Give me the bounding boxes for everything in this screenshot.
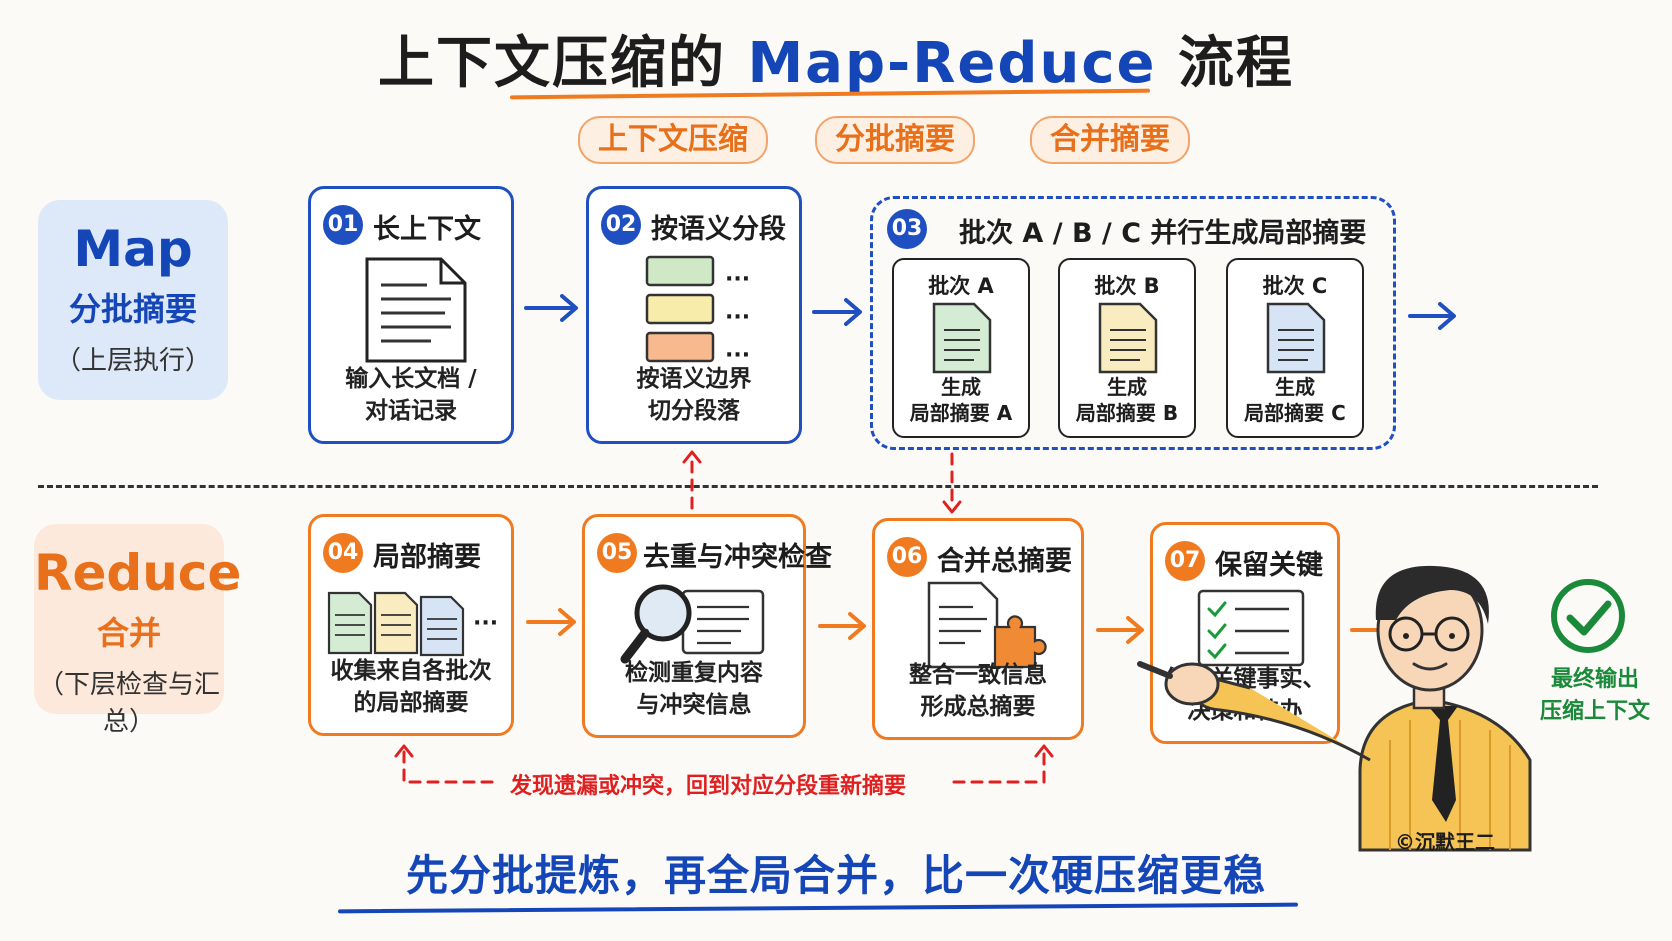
- batch-b-label: 批次 B: [1094, 274, 1160, 298]
- map-band-note: （上层执行）: [54, 346, 211, 376]
- segments-ellipsis: ·········: [725, 267, 751, 368]
- page-title: 上下文压缩的 Map-Reduce 流程: [377, 31, 1295, 96]
- tag-batch-summary: 分批摘要: [815, 116, 975, 164]
- credit: ©沉默王二: [1395, 830, 1495, 854]
- map-band-name: Map: [73, 220, 193, 278]
- batch-a-card: 批次 A 生成局部摘要 A: [892, 258, 1030, 438]
- step-05-box: 05 去重与冲突检查 检测重复内容与冲突信息: [582, 514, 832, 738]
- step-04-desc: 收集来自各批次的局部摘要: [330, 658, 492, 716]
- bottom-slogan: 先分批提炼，再全局合并，比一次硬压缩更稳: [405, 851, 1266, 900]
- segments-icon: [645, 255, 715, 363]
- batch-a-desc: 生成局部摘要 A: [909, 375, 1013, 425]
- document-icon: [365, 257, 467, 363]
- merge-document-icon: [927, 581, 1047, 669]
- check-circle-icon: [1551, 579, 1625, 653]
- map-band-subtitle: 分批摘要: [68, 290, 197, 328]
- step-03-title: 批次 A / B / C 并行生成局部摘要: [959, 218, 1367, 249]
- map-reduce-divider: [38, 485, 1598, 488]
- batch-a-label: 批次 A: [928, 274, 994, 298]
- step-07-badge: 07: [1165, 541, 1205, 581]
- final-output-label: 最终输出压缩上下文: [1539, 667, 1650, 724]
- batch-b-card: 批次 B 生成局部摘要 B: [1058, 258, 1196, 438]
- step-01-desc: 输入长文档 /对话记录: [345, 366, 477, 424]
- step-02-badge: 02: [601, 205, 641, 245]
- batch-b-doc-icon: [1098, 302, 1158, 374]
- step-05-badge: 05: [597, 533, 637, 573]
- map-band: Map 分批摘要 （上层执行）: [38, 200, 228, 400]
- batch-c-card: 批次 C 生成局部摘要 C: [1226, 258, 1364, 438]
- step-01-badge: 01: [323, 205, 363, 245]
- step-07-box: 07 保留关键 保留关键事实、决策和待办: [1150, 522, 1340, 744]
- batch-a-doc-icon: [932, 302, 992, 374]
- step-04-badge: 04: [323, 533, 363, 573]
- local-summaries-icon: [327, 591, 465, 657]
- batch-c-desc: 生成局部摘要 C: [1244, 375, 1346, 425]
- step-07-title: 保留关键: [1215, 550, 1323, 581]
- step-06-title: 合并总摘要: [937, 546, 1072, 577]
- reduce-band-note: （下层检查与汇总）: [37, 670, 220, 737]
- step-01-title: 长上下文: [373, 214, 481, 245]
- step-03-group: 03 批次 A / B / C 并行生成局部摘要: [870, 196, 1396, 450]
- reduce-band-subtitle: 合并: [96, 614, 161, 652]
- step-04-title: 局部摘要: [373, 542, 481, 573]
- feedback-loop-right: [952, 750, 1046, 784]
- step-02-title: 按语义分段: [651, 214, 786, 245]
- magnifier-icon: [620, 584, 765, 664]
- step-02-box: 02 按语义分段 ········· 按语义边界切分段落: [586, 186, 802, 444]
- checklist-icon: [1197, 589, 1305, 667]
- batch-b-desc: 生成局部摘要 B: [1075, 375, 1179, 425]
- step-03-badge: 03: [887, 209, 927, 249]
- tag-context-compression: 上下文压缩: [578, 116, 768, 164]
- presenter-illustration: [1137, 565, 1532, 852]
- step-04-box: 04 局部摘要 ··· 收集来自各批次的局部摘要: [308, 514, 514, 736]
- batch-c-doc-icon: [1266, 302, 1326, 374]
- puzzle-icon: [993, 615, 1047, 669]
- step-01-box: 01 长上下文 输入长文档 /对话记录: [308, 186, 514, 444]
- step-05-desc: 检测重复内容与冲突信息: [625, 660, 763, 718]
- local-summaries-ellipsis: ···: [473, 611, 499, 636]
- feedback-loop-text: 发现遗漏或冲突，回到对应分段重新摘要: [510, 774, 907, 799]
- step-06-box: 06 合并总摘要 整合一致信息形成总摘要: [872, 518, 1084, 740]
- step-02-desc: 按语义边界切分段落: [636, 366, 752, 424]
- reduce-band-name: Reduce: [34, 544, 242, 602]
- step-06-desc: 整合一致信息形成总摘要: [909, 662, 1047, 720]
- batch-c-label: 批次 C: [1262, 274, 1328, 298]
- feedback-loop-left: [402, 750, 502, 784]
- tag-merge-summary: 合并摘要: [1030, 116, 1190, 164]
- step-06-badge: 06: [887, 537, 927, 577]
- reduce-band: Reduce 合并 （下层检查与汇总）: [34, 524, 242, 737]
- step-05-title: 去重与冲突检查: [643, 542, 832, 573]
